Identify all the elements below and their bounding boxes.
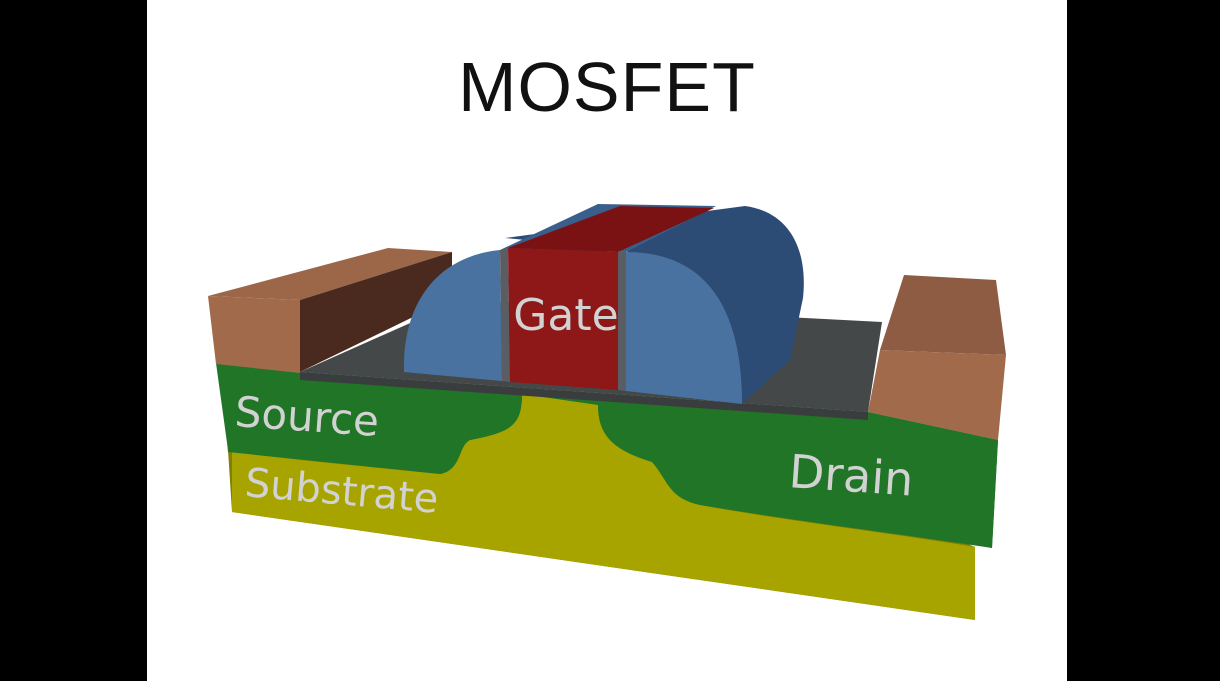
front-top-edge [300, 372, 868, 420]
slide-title: MOSFET [458, 48, 756, 126]
source-contact-side [300, 252, 452, 372]
left-oxide-liner [500, 248, 510, 382]
channel-region [232, 394, 975, 620]
drain-region [598, 405, 998, 548]
drain-contact-top [880, 275, 1006, 355]
right-spacer [626, 252, 742, 404]
gate-label: Gate [513, 290, 618, 341]
drain-contact-front [868, 350, 1006, 440]
source-contact-top [208, 248, 452, 300]
source-contact-front [208, 296, 300, 373]
source-region [222, 372, 522, 474]
left-spacer [403, 250, 502, 381]
gate-top [508, 206, 714, 252]
right-oxide-liner [618, 252, 626, 391]
gate-front [508, 248, 618, 390]
drain-label: Drain [787, 444, 915, 507]
source-label: Source [233, 387, 380, 446]
